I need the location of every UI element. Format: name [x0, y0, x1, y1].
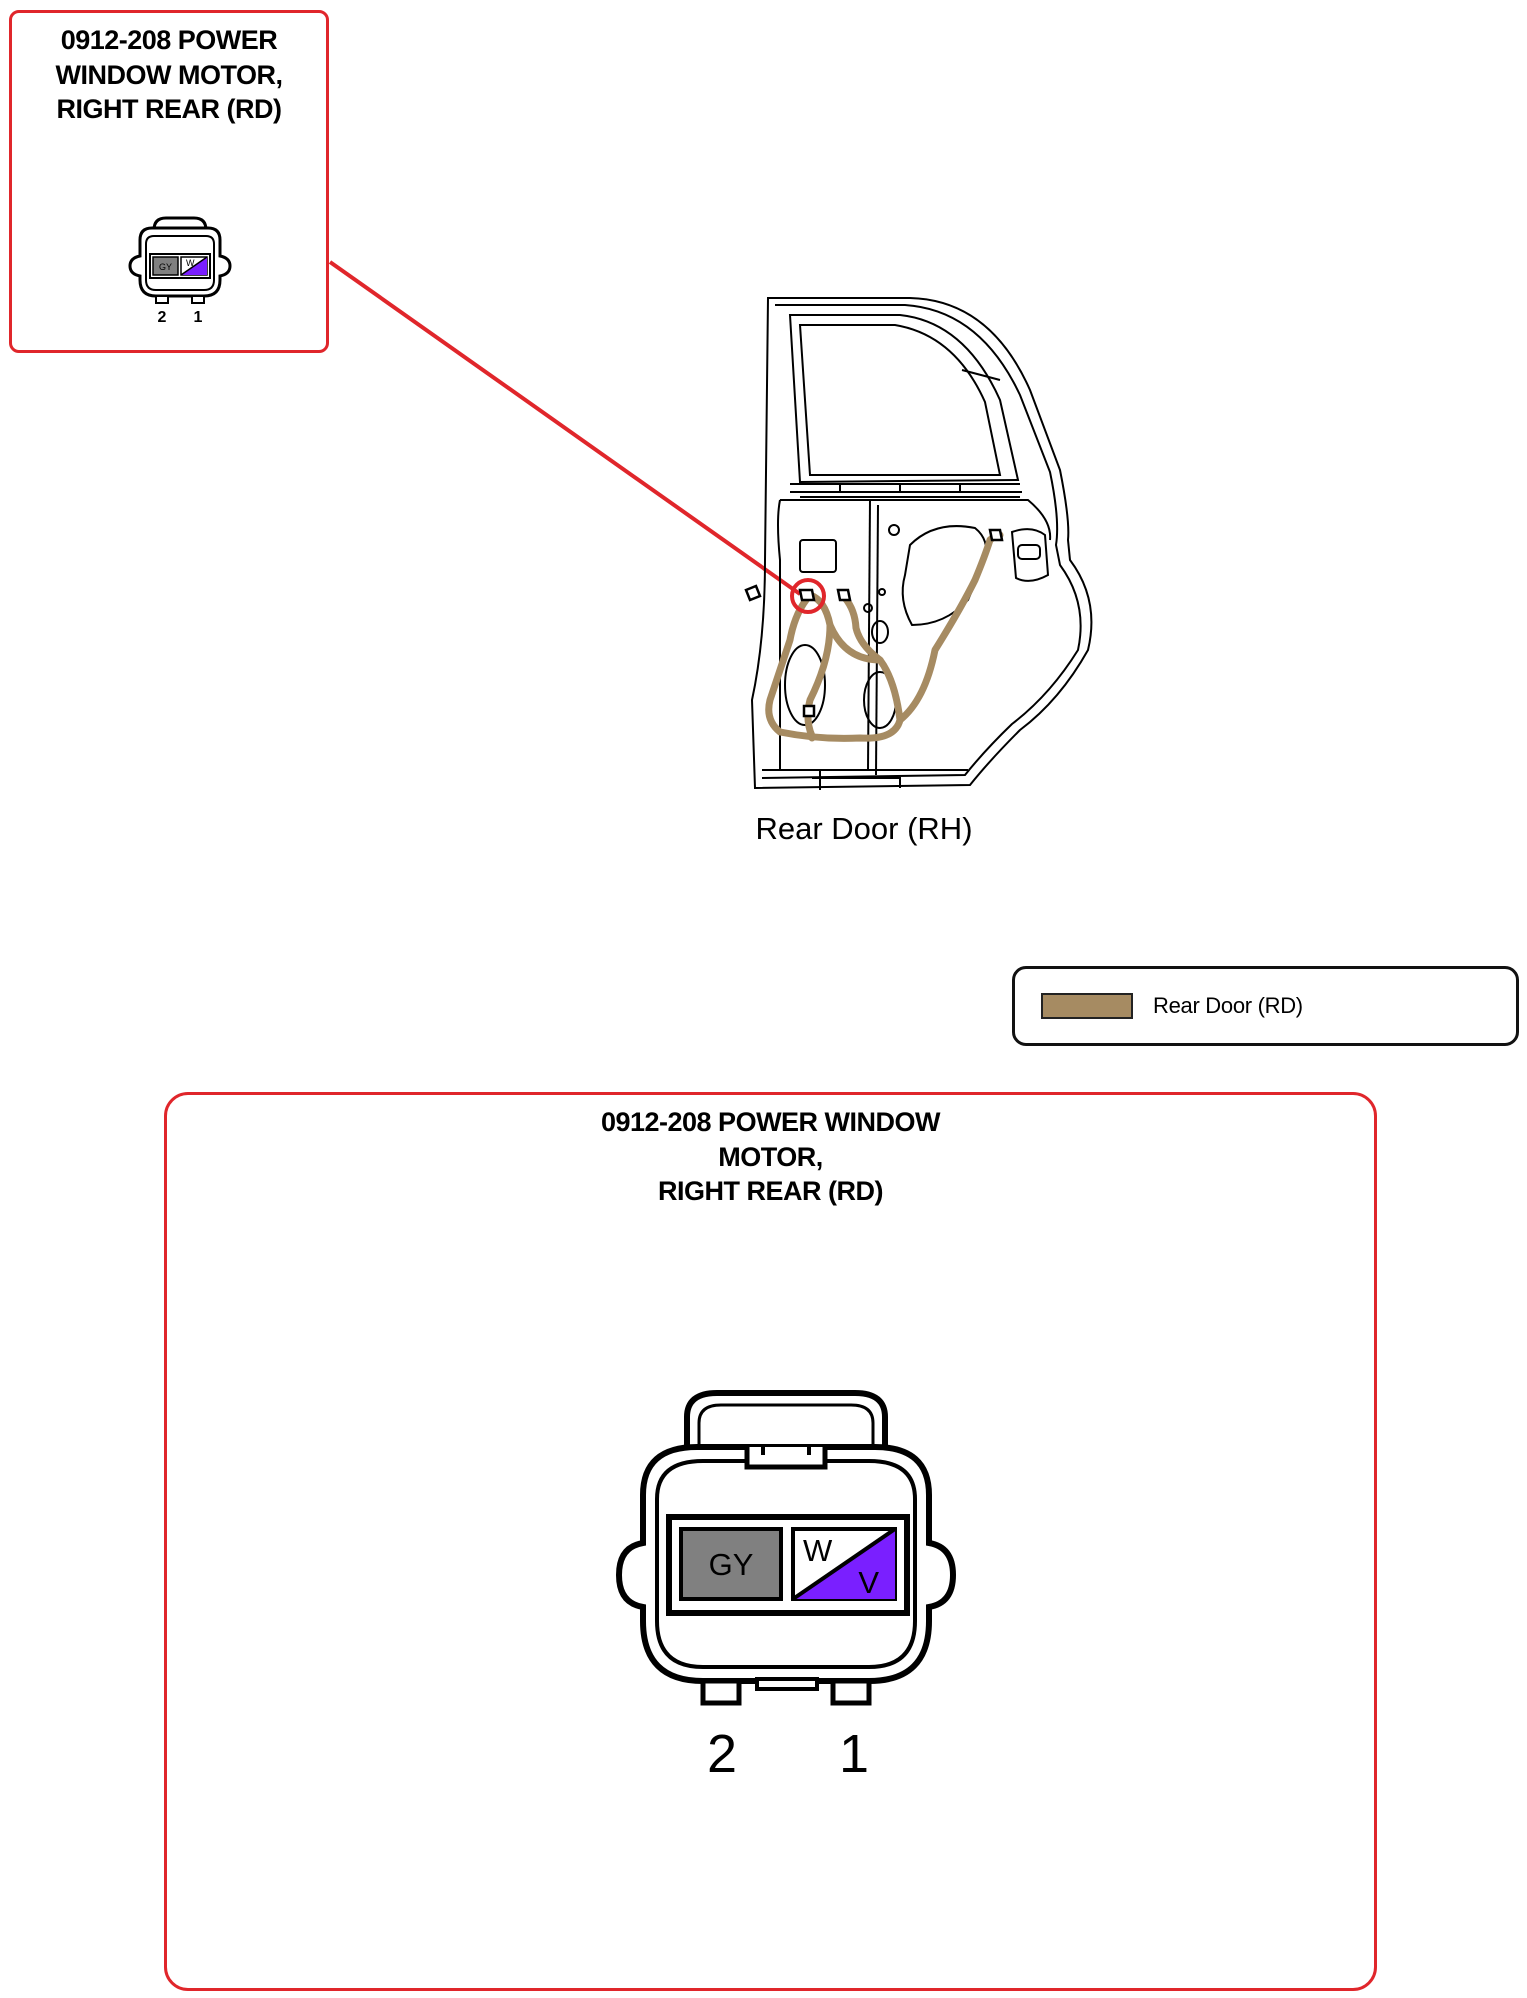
legend-label-rear-door: Rear Door (RD): [1153, 993, 1303, 1018]
large-pin-2-label: 2: [707, 1724, 738, 1784]
large-cavity-w-label: W: [803, 1533, 833, 1568]
harness-legend: Rear Door (RD): [1012, 966, 1519, 1046]
door-caption: Rear Door (RH): [755, 811, 973, 846]
door-drawing: [328, 260, 1093, 790]
large-connector-icon: GY W V: [615, 1390, 957, 1706]
small-connector-callout: 0912-208 POWER WINDOW MOTOR, RIGHT REAR …: [9, 10, 329, 353]
large-cavity-gy: [679, 1527, 783, 1601]
large-cavity-v-label: V: [858, 1565, 879, 1600]
small-cavity-w-label: W: [186, 258, 195, 268]
small-cavity-gy-label: GY: [159, 262, 172, 272]
rear-door-harness: [765, 531, 1004, 742]
large-callout-title: 0912-208 POWER WINDOW MOTOR, RIGHT REAR …: [600, 1107, 941, 1207]
large-pin-1-label: 1: [839, 1724, 870, 1784]
legend-swatch-rear-door: [1041, 993, 1133, 1019]
connector-location-marker: [790, 578, 826, 614]
leader-line: [328, 260, 802, 596]
small-pin-2-label: 2: [158, 309, 167, 326]
large-connector-callout: 0912-208 POWER WINDOW MOTOR, RIGHT REAR …: [164, 1092, 1377, 1991]
harness-clips: [744, 528, 1004, 718]
small-cavity-gy: [152, 256, 179, 276]
small-callout-title: 0912-208 POWER WINDOW MOTOR, RIGHT REAR …: [55, 25, 283, 125]
rear-door-outline: [750, 297, 1093, 790]
small-pin-1-label: 1: [194, 309, 203, 326]
large-cavity-gy-label: GY: [709, 1547, 754, 1582]
small-connector-icon: GY W 2 1: [128, 216, 232, 326]
